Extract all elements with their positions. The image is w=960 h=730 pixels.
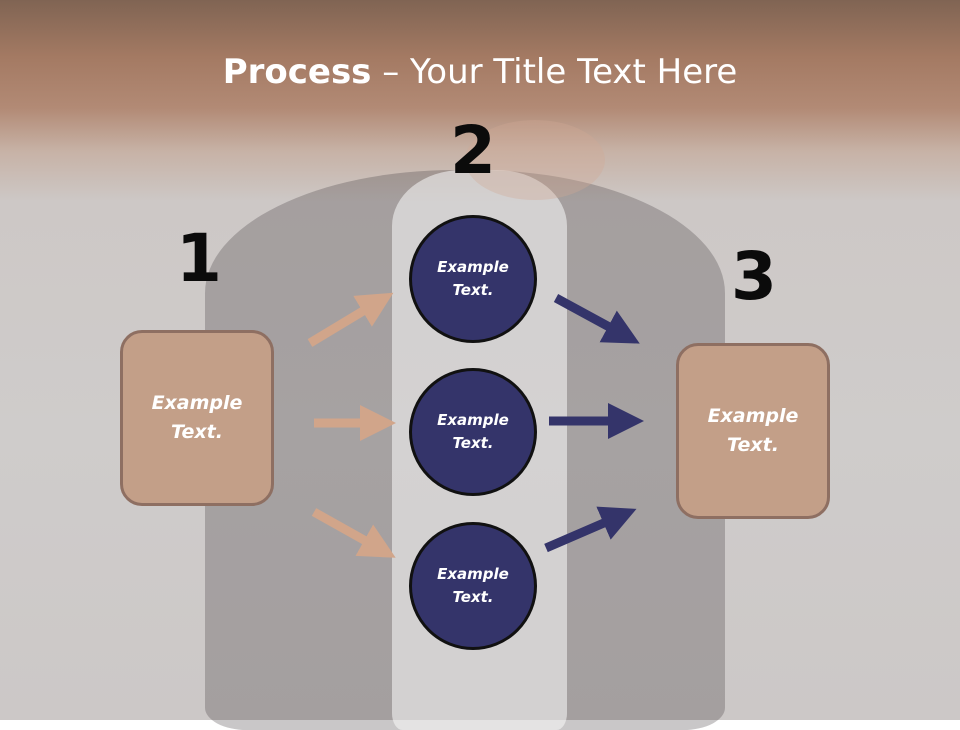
step-2-node-middle-text: Example Text. <box>437 411 509 452</box>
step-3-text: Example Text. <box>707 405 799 456</box>
slide-title-bold: Process <box>222 52 372 92</box>
step-2-node-middle: Example Text. <box>409 368 537 496</box>
step-2-node-bottom-text: Example Text. <box>437 565 509 606</box>
step-2-node-bottom: Example Text. <box>409 522 537 650</box>
step-1-number: 1 <box>176 220 222 297</box>
step-2-node-top-text: Example Text. <box>437 258 509 299</box>
slide-title: Process – Your Title Text Here <box>0 52 960 92</box>
step-1-text: Example Text. <box>151 392 243 443</box>
step-2-node-top: Example Text. <box>409 215 537 343</box>
background-figure-head <box>465 120 605 200</box>
step-3-box: Example Text. <box>676 343 830 519</box>
arrow-1-to-top <box>307 292 394 347</box>
step-2-number: 2 <box>450 112 496 189</box>
step-1-box: Example Text. <box>120 330 274 506</box>
step-3-number: 3 <box>731 238 777 315</box>
arrow-1-to-bottom <box>311 508 396 558</box>
slide-title-rest: – Your Title Text Here <box>371 52 738 92</box>
arrow-top-to-3 <box>553 294 640 344</box>
arrow-bottom-to-3 <box>544 506 637 553</box>
